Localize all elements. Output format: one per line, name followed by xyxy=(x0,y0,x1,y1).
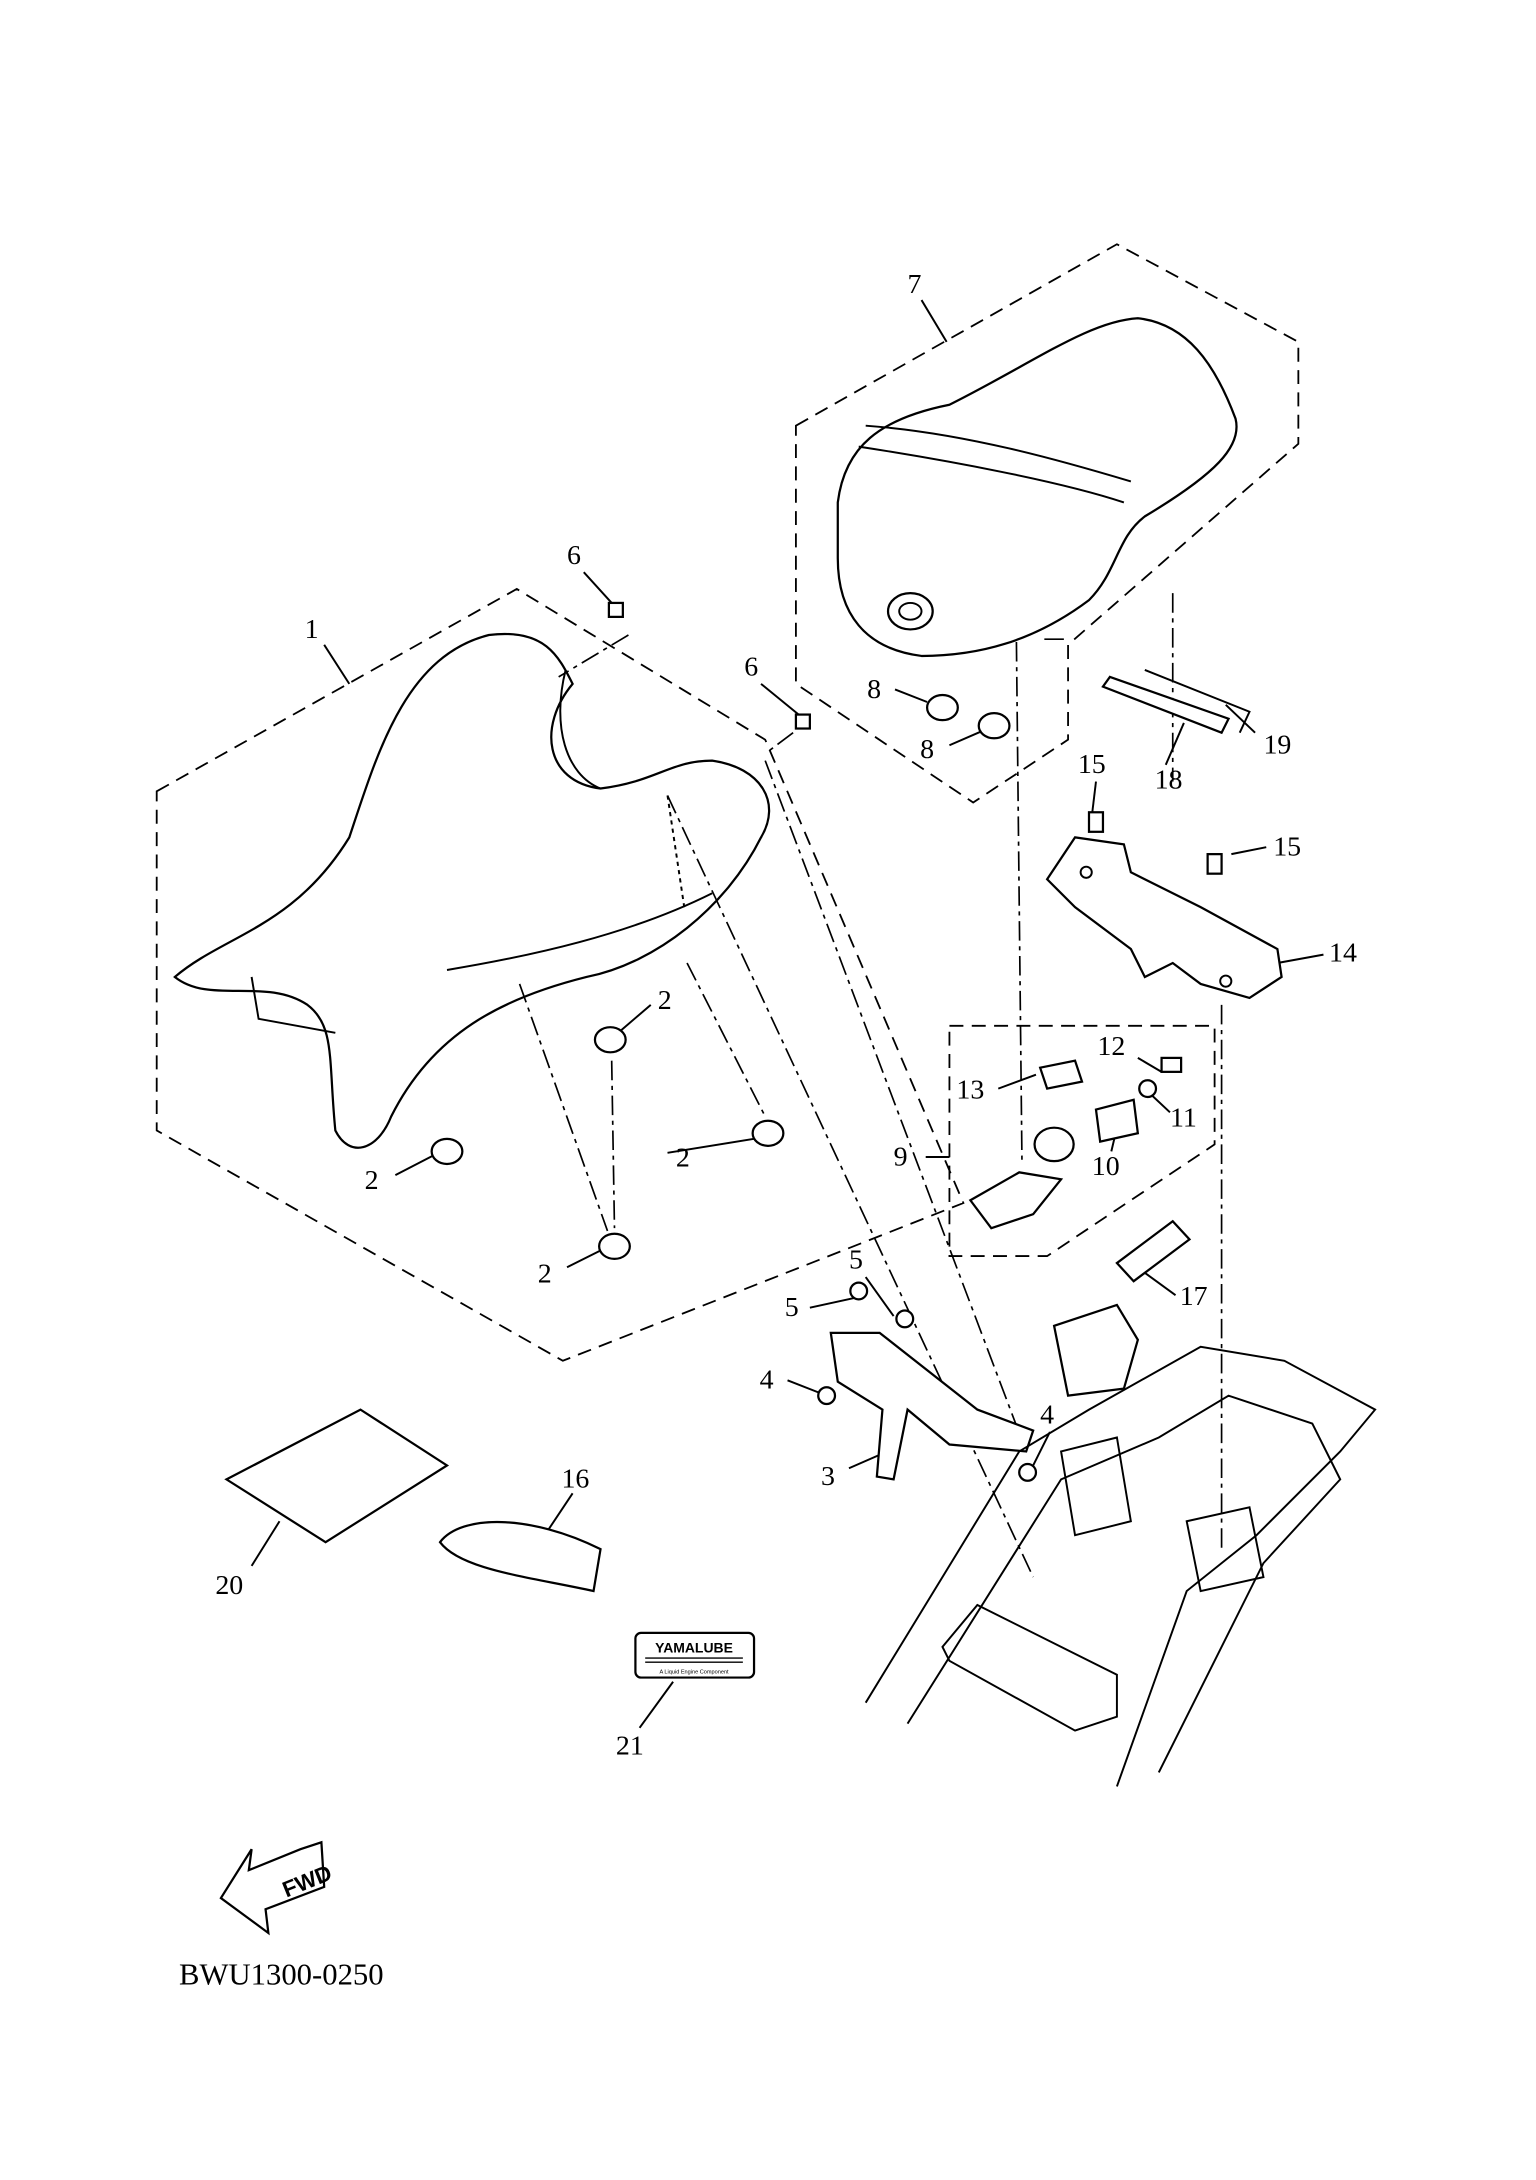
callout-18: 18 xyxy=(1155,765,1183,796)
callout-11: 11 xyxy=(1170,1102,1197,1133)
callout-8: 8 xyxy=(920,734,934,765)
lock-cover xyxy=(1052,1219,1192,1397)
callout-21: 21 xyxy=(616,1730,644,1761)
rear-bracket xyxy=(817,1281,1038,1482)
callout-6: 6 xyxy=(744,651,758,682)
callout-4: 4 xyxy=(1040,1400,1054,1431)
callout-15: 15 xyxy=(1273,832,1301,863)
callout-2: 2 xyxy=(365,1165,379,1196)
callout-2: 2 xyxy=(676,1143,690,1174)
callout-8: 8 xyxy=(867,674,881,705)
seat-lock-bracket xyxy=(1045,811,1283,1000)
callout-19: 19 xyxy=(1263,730,1291,761)
seat-lock-assembly xyxy=(968,1056,1183,1230)
callout-7: 7 xyxy=(908,269,922,300)
callout-2: 2 xyxy=(538,1259,552,1290)
callout-2: 2 xyxy=(658,985,672,1016)
rear-frame xyxy=(864,1345,1377,1787)
callouts: 7 6 6 1 8 8 19 18 15 15 14 2 12 13 11 2 … xyxy=(215,269,1357,1761)
callout-12: 12 xyxy=(1097,1031,1125,1062)
owners-manual xyxy=(224,1408,450,1544)
alignment-lines xyxy=(518,593,1223,1578)
callout-5: 5 xyxy=(849,1245,863,1276)
callout-17: 17 xyxy=(1180,1281,1208,1312)
callout-14: 14 xyxy=(1329,938,1357,969)
seat-group-outline xyxy=(155,587,965,1362)
rider-seat xyxy=(173,632,771,1149)
callout-6: 6 xyxy=(567,540,581,571)
grommets xyxy=(430,601,1011,1260)
fwd-arrow-icon: FWD xyxy=(219,1840,335,1936)
svg-text:A Liquid Engine Component: A Liquid Engine Component xyxy=(659,1669,729,1675)
yamalube-sticker: YAMALUBE A Liquid Engine Component xyxy=(634,1631,756,1679)
callout-10: 10 xyxy=(1092,1151,1120,1182)
callout-1: 1 xyxy=(305,614,319,645)
tool-bag-and-tools xyxy=(438,669,1251,1593)
callout-3: 3 xyxy=(821,1461,835,1492)
callout-4: 4 xyxy=(760,1365,774,1396)
pillion-seat xyxy=(836,317,1238,658)
callout-5: 5 xyxy=(785,1292,799,1323)
callout-9: 9 xyxy=(894,1141,908,1172)
callout-15: 15 xyxy=(1078,749,1106,780)
svg-text:YAMALUBE: YAMALUBE xyxy=(655,1639,733,1655)
leader-lines xyxy=(250,299,1324,1729)
pillion-seat-group-outline xyxy=(795,243,1300,804)
diagram-code: BWU1300-0250 xyxy=(179,1958,384,1992)
callout-20: 20 xyxy=(215,1570,243,1601)
callout-13: 13 xyxy=(956,1074,984,1105)
lock-group-outline xyxy=(948,1024,1216,1257)
callout-16: 16 xyxy=(561,1464,589,1495)
